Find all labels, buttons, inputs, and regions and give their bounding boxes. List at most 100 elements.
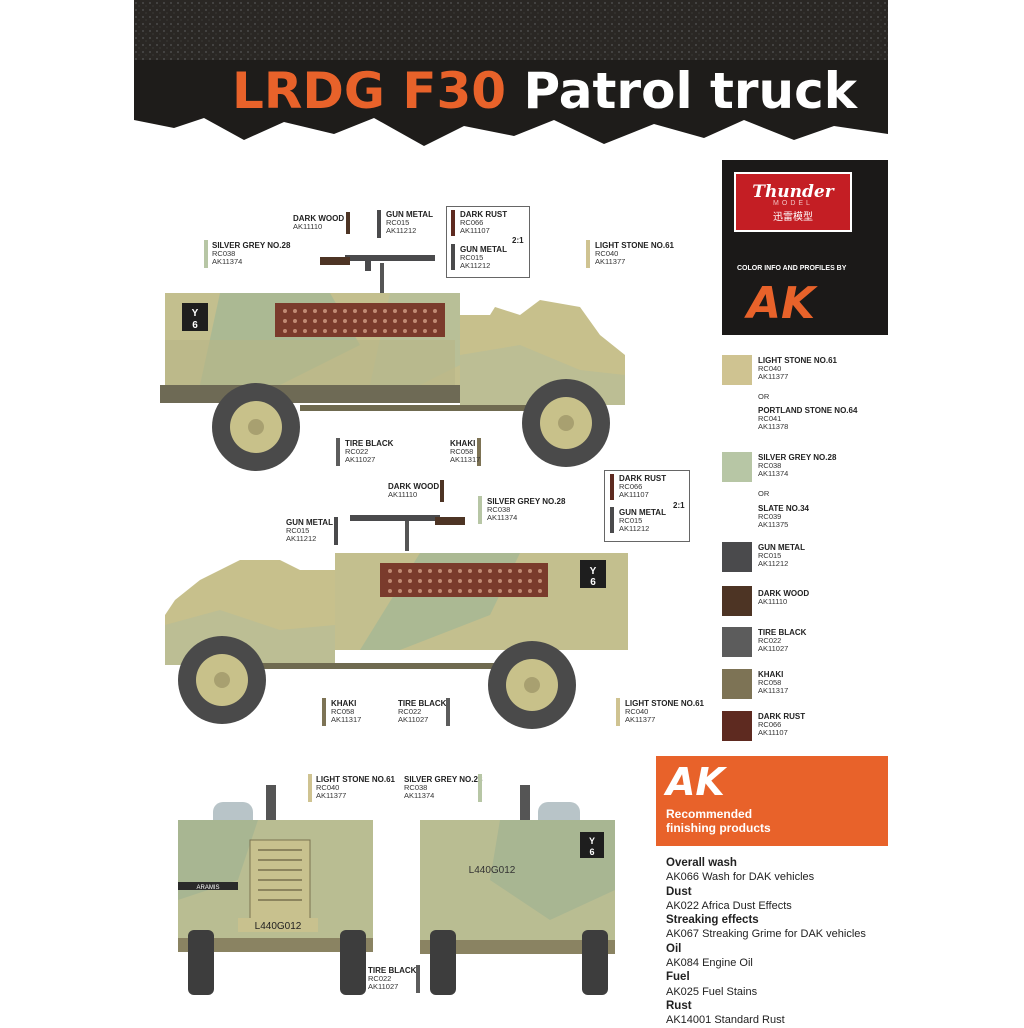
closeup-box-top [446, 206, 530, 278]
grunge-texture [134, 0, 888, 150]
rear-plate: L440G012 [469, 865, 516, 876]
recommended-products-banner: AK Recommended finishing products [656, 756, 888, 846]
recommended-text: Recommended finishing products [666, 807, 771, 835]
header-banner [134, 0, 888, 150]
swatch-gun-metal [377, 210, 381, 238]
swatch-mid-light-stone [616, 698, 620, 726]
scale-ratio-mid: 2:1 [673, 501, 685, 510]
finish-heading: Fuel [666, 971, 690, 984]
finish-heading: Rust [666, 999, 692, 1012]
truck-front-view: ARAMIS L440G012 [178, 785, 373, 995]
swatch-bottom-silver-grey [478, 774, 482, 802]
machine-gun-mid [350, 515, 465, 551]
palette-swatch-dark-wood [722, 586, 752, 616]
swatch-tire-black [336, 438, 340, 466]
color-info-label: COLOR INFO AND PROFILES BY [737, 265, 847, 272]
rear-wheel-mid [488, 641, 576, 729]
swatch-bottom-light-stone [308, 774, 312, 802]
finish-heading: Overall wash [666, 857, 737, 869]
unit-marking-y: Y [192, 308, 199, 319]
swatch-gun-metal-box [451, 244, 455, 270]
swatch-mid-khaki [322, 698, 326, 726]
swatch-light-stone [586, 240, 590, 268]
title-model: LRDG F30 [232, 62, 507, 120]
finish-heading: Dust [666, 885, 692, 898]
front-wheel-mid [178, 636, 266, 724]
palette-swatch-silver-grey [722, 452, 752, 482]
palette-swatch-tire-black [722, 627, 752, 657]
finish-item: AK066 Wash for DAK vehicles [666, 871, 815, 884]
machine-gun-top [320, 255, 435, 293]
ak-logo-banner: AK [666, 760, 725, 804]
swatch-dark-wood [346, 212, 350, 234]
palette-swatch-khaki [722, 669, 752, 699]
swatch-mid-tire-black [446, 698, 450, 726]
truck-side-view-left: Y 6 [165, 515, 628, 729]
palette-swatch-dark-rust [722, 711, 752, 741]
swatch-bottom-tire-black [416, 965, 420, 993]
or-label-2: OR [758, 489, 770, 498]
truck-side-view-right: Y 6 [160, 255, 625, 471]
scale-ratio-top: 2:1 [512, 236, 524, 245]
title-vehicle: Patrol truck [523, 62, 858, 120]
page-title: LRDG F30 Patrol truck [232, 62, 857, 120]
finish-item: AK084 Engine Oil [666, 957, 753, 970]
palette-swatch-gun-metal [722, 542, 752, 572]
logo-chinese: 迅雷模型 [773, 212, 813, 223]
logo-sub: MODEL [773, 200, 813, 207]
swatch-mid-gun-metal-box [610, 507, 614, 533]
brand-box: Thunder MODEL 迅雷模型 COLOR INFO AND PROFIL… [722, 160, 888, 335]
finishing-products-list: Overall wash AK066 Wash for DAK vehicles… [666, 856, 866, 1028]
front-plate: L440G012 [255, 921, 302, 932]
swatch-mid-gun-metal [334, 517, 338, 545]
swatch-dark-rust [451, 210, 455, 236]
finish-heading: Streaking effects [666, 914, 759, 927]
rear-unit-y: Y [589, 836, 595, 846]
swatch-mid-silver-grey [478, 496, 482, 524]
closeup-box-mid [604, 470, 690, 542]
swatch-mid-dark-rust [610, 474, 614, 500]
unit-marking-6: 6 [192, 320, 198, 331]
finish-heading: Oil [666, 942, 682, 955]
or-label-1: OR [758, 392, 770, 401]
ak-logo: AK [747, 278, 816, 329]
truck-rear-view: Y 6 L440G012 [420, 785, 615, 995]
swatch-khaki [477, 438, 481, 466]
palette-swatch-light-stone [722, 355, 752, 385]
logo-name: Thunder [752, 182, 834, 202]
front-nameplate: ARAMIS [196, 885, 219, 891]
finish-item: AK025 Fuel Stains [666, 985, 758, 998]
thunder-model-logo: Thunder MODEL 迅雷模型 [734, 172, 852, 232]
finish-item: AK067 Streaking Grime for DAK vehicles [666, 928, 866, 941]
swatch-mid-dark-wood [440, 480, 444, 502]
unit-marking-mid-6: 6 [590, 577, 596, 588]
rear-wheel [212, 383, 300, 471]
finish-item: AK022 Africa Dust Effects [666, 899, 792, 912]
finish-item: AK14001 Standard Rust [666, 1014, 785, 1027]
